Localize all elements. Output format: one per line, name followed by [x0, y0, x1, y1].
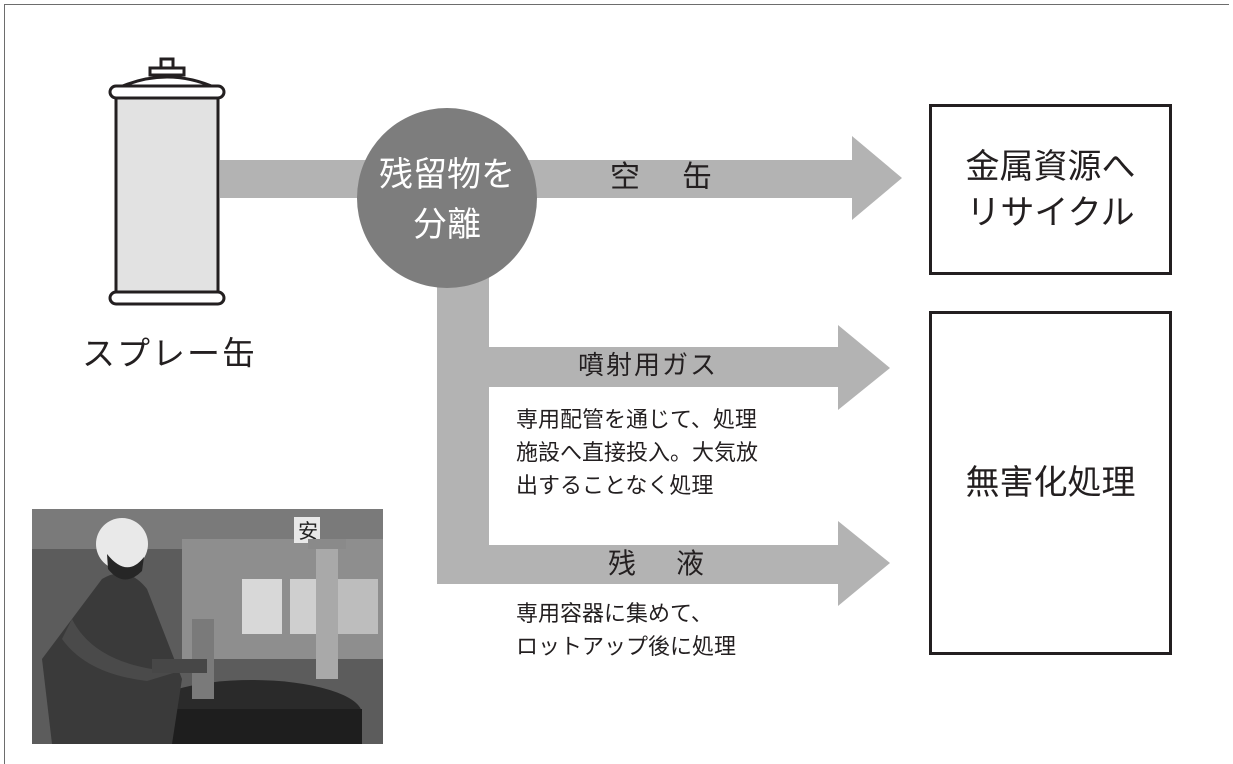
residual-liquid-note: 専用容器に集めて、 ロットアップ後に処理 — [516, 598, 846, 664]
worker-photo-illustration: 安 — [32, 509, 383, 744]
spray-can-icon — [108, 57, 226, 306]
empty-can-label: 空 缶 — [610, 160, 718, 195]
propellant-gas-label: 噴射用ガス — [578, 351, 719, 381]
metal-recycling-line2: リサイクル — [966, 192, 1135, 233]
spray-can-label: スプレー缶 — [82, 334, 257, 373]
residual-liquid-note-line1: 専用容器に集めて、 — [516, 602, 713, 627]
separation-label: 残留物を 分離 — [362, 150, 532, 250]
propellant-gas-note-line3: 出することなく処理 — [516, 474, 714, 499]
residual-liquid-label: 残 液 — [608, 547, 711, 580]
detoxification-label: 無害化処理 — [965, 463, 1136, 503]
safety-sign-text: 安 — [298, 519, 318, 543]
metal-recycling-line1: 金属資源へ — [965, 146, 1136, 187]
separation-label-line2: 分離 — [413, 205, 481, 245]
propellant-gas-note: 専用配管を通じて、処理 施設へ直接投入。大気放 出することなく処理 — [516, 404, 846, 503]
propellant-gas-arrow — [487, 325, 890, 410]
figure-frame — [4, 4, 1229, 764]
residual-liquid-note-line2: ロットアップ後に処理 — [516, 635, 737, 660]
residual-liquid-arrow — [437, 521, 890, 606]
can-to-separation-connector — [220, 160, 380, 198]
worker-photo: 安 — [32, 509, 383, 744]
detoxification-box: 無害化処理 — [929, 311, 1172, 655]
separation-circle — [357, 108, 537, 288]
propellant-gas-note-line1: 専用配管を通じて、処理 — [516, 408, 757, 433]
metal-recycling-box: 金属資源へ リサイクル — [929, 104, 1172, 275]
propellant-gas-note-line2: 施設へ直接投入。大気放 — [516, 441, 759, 466]
separation-label-line1: 残留物を — [379, 155, 515, 195]
empty-can-arrow — [500, 136, 902, 220]
